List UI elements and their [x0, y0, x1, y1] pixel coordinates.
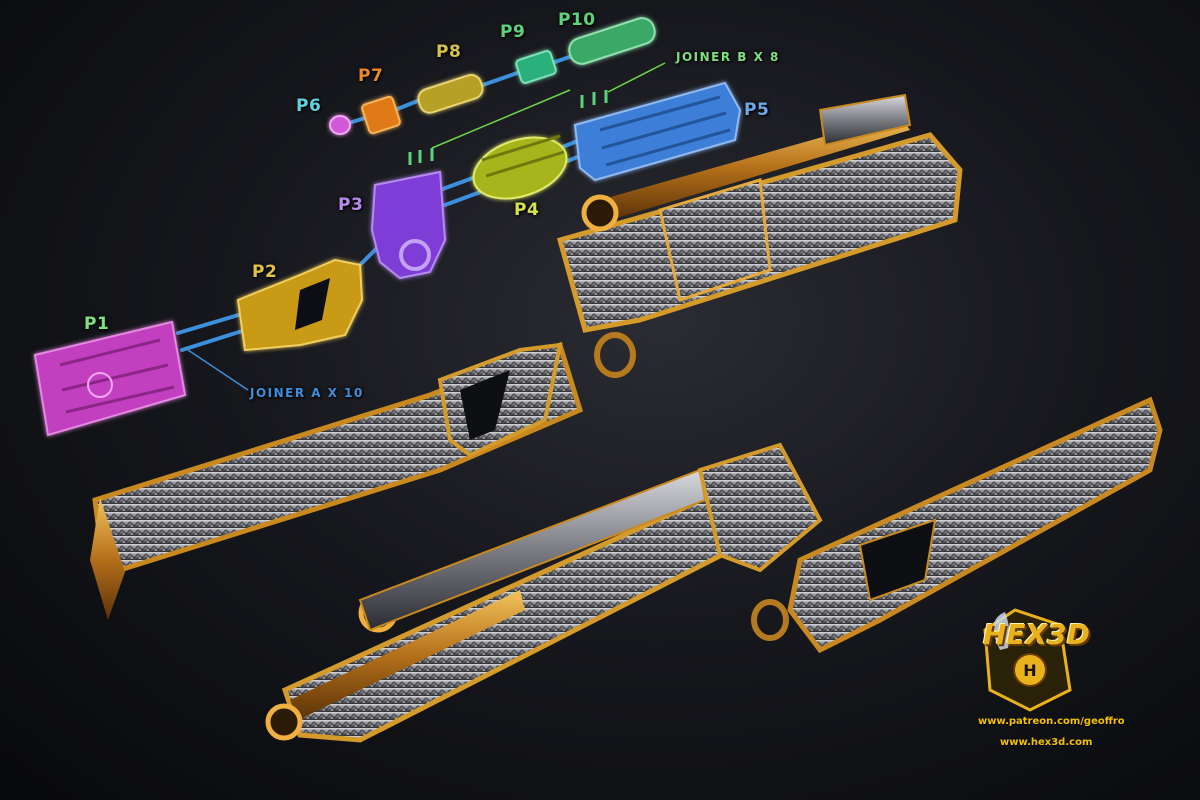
part-p1: [33, 320, 187, 437]
site-url: www.hex3d.com: [1000, 737, 1093, 748]
part-p7: [361, 95, 401, 135]
label-p4: P4: [514, 200, 540, 220]
hex3d-logo-emblem: H: [983, 608, 1072, 712]
part-p2: [236, 258, 364, 352]
leader-lines: [187, 62, 666, 391]
joiner-b-pins: [408, 90, 608, 165]
part-p4: [472, 134, 568, 200]
part-p6: [329, 115, 351, 135]
part-p8: [417, 73, 484, 114]
part-p9: [515, 50, 557, 84]
part-p10: [568, 17, 656, 65]
label-p2: P2: [252, 262, 278, 282]
label-joiner-b: JOINER B X 8: [676, 50, 780, 64]
part-p5: [573, 81, 742, 182]
label-p10: P10: [558, 10, 596, 30]
label-p8: P8: [436, 42, 462, 62]
label-joiner-a: JOINER A X 10: [250, 386, 364, 400]
assembled-rifle-lower: [265, 396, 1163, 743]
label-p5: P5: [744, 100, 770, 120]
logo-wordmark: HEX3D: [983, 618, 1090, 651]
label-p7: P7: [358, 66, 384, 86]
label-p3: P3: [338, 195, 364, 215]
patreon-url: www.patreon.com/geoffro: [978, 716, 1125, 727]
label-p1: P1: [84, 314, 110, 334]
label-p6: P6: [296, 96, 322, 116]
assembled-rifle-upper: [90, 93, 963, 620]
part-p3: [370, 170, 447, 280]
svg-text:H: H: [1023, 661, 1036, 680]
label-p9: P9: [500, 22, 526, 42]
